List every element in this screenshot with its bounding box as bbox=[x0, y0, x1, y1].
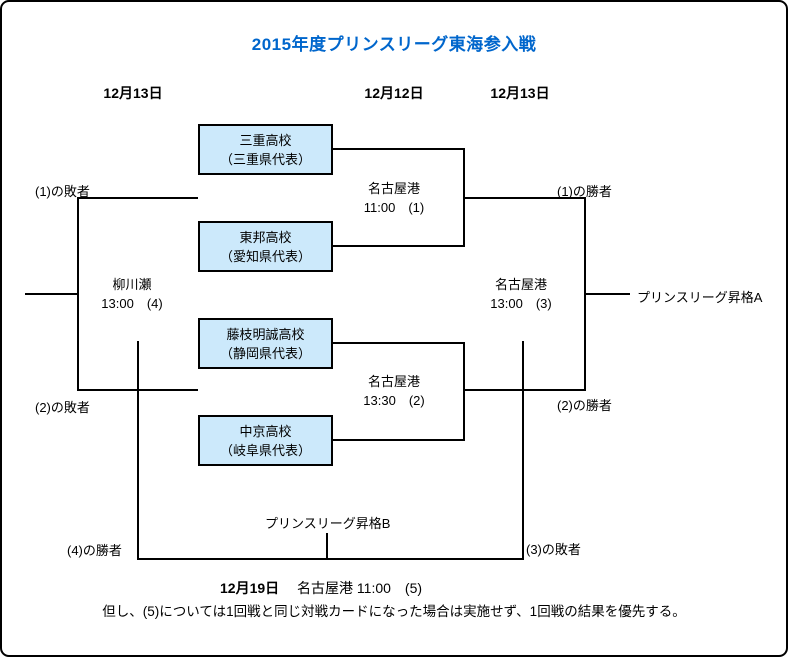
match1-loser-label: (1)の敗者 bbox=[35, 184, 90, 199]
team-prefecture: （三重県代表） bbox=[219, 151, 311, 167]
team-prefecture: （愛知県代表） bbox=[219, 248, 311, 264]
final-match-detail: 名古屋港 11:00 (5) bbox=[297, 580, 423, 596]
match2-winner-label: (2)の勝者 bbox=[557, 398, 612, 413]
final-match-date: 12月19日 bbox=[220, 580, 280, 596]
team-name: 東邦高校 bbox=[239, 229, 292, 245]
bracket-line-team2-out bbox=[333, 245, 464, 247]
bracket-line-match5 bbox=[137, 558, 524, 560]
match-time: 13:00 (3) bbox=[490, 296, 552, 311]
match3-loser-label: (3)の敗者 bbox=[526, 542, 581, 557]
bracket-line-match4-winner-out bbox=[25, 293, 79, 295]
note-text: 但し、(5)については1回戦と同じ対戦カードになった場合は実施せず、1回戦の結果… bbox=[102, 604, 686, 619]
match-time: 13:00 (4) bbox=[101, 296, 163, 311]
bracket-line-promotion-a-out bbox=[585, 293, 630, 295]
team-name: 中京高校 bbox=[239, 423, 292, 439]
date-header-left: 12月13日 bbox=[103, 85, 163, 101]
final-match-label: 12月19日 名古屋港 11:00 (5) bbox=[220, 578, 422, 598]
date-header-right: 12月13日 bbox=[490, 85, 550, 101]
match-time: 13:30 (2) bbox=[363, 393, 425, 408]
team-box-mie: 三重高校 （三重県代表） bbox=[198, 124, 333, 175]
bracket-line-match1-winner-out bbox=[464, 197, 585, 199]
team-name: 藤枝明誠高校 bbox=[226, 326, 305, 342]
team-prefecture: （岐阜県代表） bbox=[219, 442, 311, 458]
match2-loser-label: (2)の敗者 bbox=[35, 400, 90, 415]
team-box-toho: 東邦高校 （愛知県代表） bbox=[198, 221, 333, 272]
bracket-line-loser1-in bbox=[78, 197, 198, 199]
promotion-a-label: プリンスリーグ昇格A bbox=[637, 290, 763, 305]
bracket-line-promotion-b-connector bbox=[326, 533, 328, 560]
page-title: 2015年度プリンスリーグ東海参入戦 bbox=[251, 35, 537, 54]
bracket-line-team1-out bbox=[333, 148, 464, 150]
match-venue: 柳川瀬 bbox=[112, 277, 152, 292]
match-venue: 名古屋港 bbox=[494, 277, 548, 292]
match-time: 11:00 (1) bbox=[363, 200, 425, 215]
team-name: 三重高校 bbox=[239, 132, 292, 148]
match4-label: 柳川瀬 13:00 (4) bbox=[101, 275, 162, 313]
bracket-line-right-drop bbox=[522, 341, 524, 560]
bracket-line-team4-out bbox=[333, 439, 464, 441]
match2-label: 名古屋港 13:30 (2) bbox=[363, 372, 424, 410]
match1-winner-label: (1)の勝者 bbox=[557, 184, 612, 199]
match4-winner-label: (4)の勝者 bbox=[67, 543, 122, 558]
match-venue: 名古屋港 bbox=[367, 181, 420, 196]
bracket-line-team3-out bbox=[333, 342, 464, 344]
date-header-center: 12月12日 bbox=[364, 85, 424, 101]
promotion-b-label: プリンスリーグ昇格B bbox=[265, 516, 391, 531]
match3-label: 名古屋港 13:00 (3) bbox=[490, 275, 551, 313]
bracket-line-match2-join bbox=[463, 342, 465, 441]
team-prefecture: （静岡県代表） bbox=[219, 345, 311, 361]
team-box-chukyo: 中京高校 （岐阜県代表） bbox=[198, 415, 333, 466]
team-box-fujieda-meisei: 藤枝明誠高校 （静岡県代表） bbox=[198, 318, 333, 369]
match1-label: 名古屋港 11:00 (1) bbox=[364, 179, 424, 217]
bracket-line-match2-winner-out bbox=[464, 389, 585, 391]
match-venue: 名古屋港 bbox=[367, 374, 421, 389]
bracket-line-left-drop bbox=[137, 341, 139, 560]
